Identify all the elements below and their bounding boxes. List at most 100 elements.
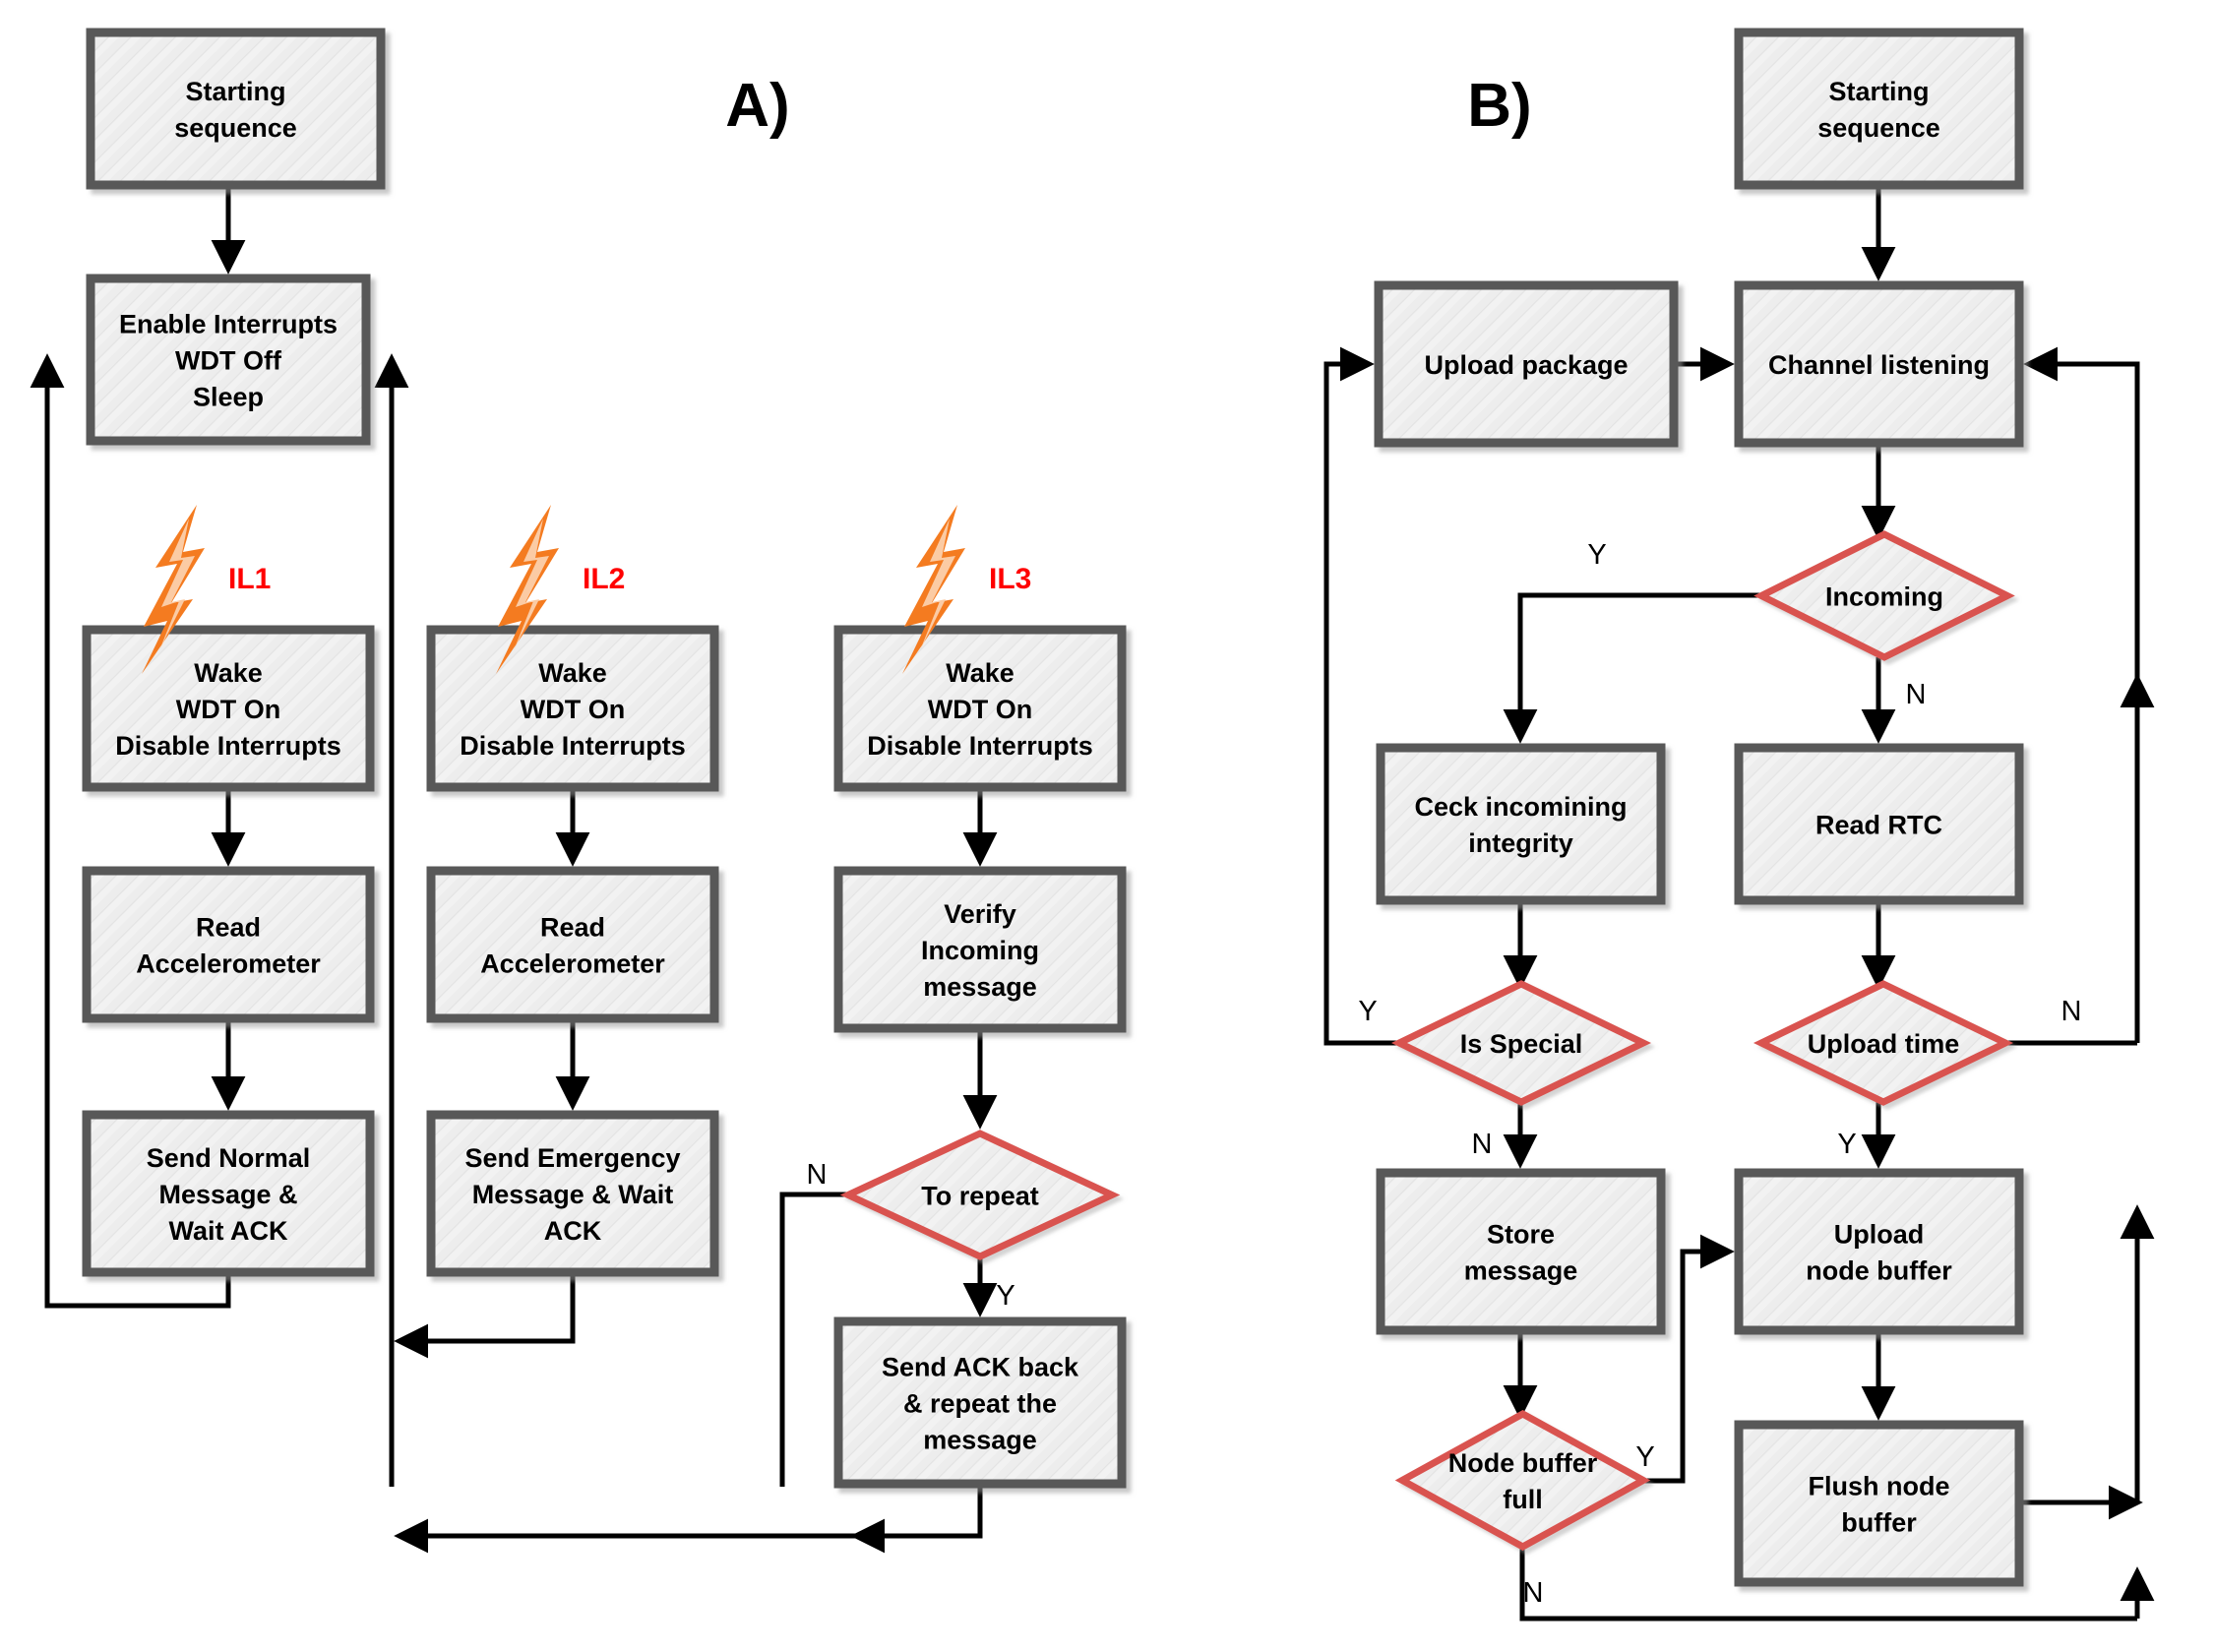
to-repeat-label-0: To repeat (921, 1182, 1039, 1211)
send-normal-message-label-0: Send Normal (147, 1143, 311, 1173)
upload-time-shape (1753, 980, 2014, 1106)
starting-sequence-b-label-1: sequence (1817, 113, 1940, 143)
flush-node-buffer-label-1: buffer (1841, 1508, 1917, 1538)
ceck-incoming-integrity-label-0: Ceck incomining (1414, 792, 1627, 822)
incoming: Incoming (1753, 530, 2015, 661)
node-buffer-full-label-0: Node buffer (1448, 1448, 1598, 1478)
panel-titles: A)B) (725, 72, 1531, 140)
send-normal-message-label-1: Message & (158, 1180, 297, 1209)
panel-a-edge-labels: NY (807, 1159, 1015, 1312)
panel-a-edges (30, 185, 998, 1554)
interrupt-label-il2: IL2 (583, 563, 625, 595)
bolt-inner (159, 519, 195, 650)
edge-label-node-buffer-full-no: N (1523, 1577, 1544, 1609)
wake-il1-shape (82, 625, 375, 792)
send-ack-back-label-2: message (923, 1426, 1037, 1455)
is-special-shape (1390, 980, 1652, 1106)
send-ack-back-label-0: Send ACK back (882, 1353, 1079, 1382)
send-ack-back-shape (833, 1316, 1127, 1489)
wake-il2-shape (426, 625, 719, 792)
edge-label-is-special-yes: Y (1358, 996, 1377, 1027)
wake-il3-label-0: Wake (946, 658, 1015, 688)
read-accelerometer-2-label-1: Accelerometer (480, 949, 665, 979)
bolt-inner (920, 519, 955, 650)
send-normal-message-shape (82, 1110, 375, 1277)
send-ack-back-label-1: & repeat the (903, 1389, 1057, 1419)
upload-node-buffer: Upload node buffer (1734, 1168, 2024, 1335)
interrupt-label-il3: IL3 (989, 563, 1031, 595)
wake-il3-shape (833, 625, 1127, 792)
starting-sequence-label-0: Starting (185, 77, 285, 106)
edge-isspecial-yes (1323, 346, 1399, 1046)
read-rtc: Read RTC (1734, 743, 2024, 905)
enable-interrupts-shape (86, 274, 371, 446)
edge-il1-return (30, 353, 231, 1309)
read-accelerometer-1-label-1: Accelerometer (136, 949, 321, 979)
panel-a-interrupt-icons: IL1 IL2 IL3 (142, 505, 1031, 674)
is-special: Is Special (1390, 980, 1652, 1106)
read-accelerometer-2-shape (426, 866, 719, 1023)
read-accelerometer-1-label-0: Read (196, 913, 261, 943)
read-accelerometer-1-shape (82, 866, 375, 1023)
send-ack-back: Send ACK back & repeat the message (833, 1316, 1127, 1489)
send-emergency-message-label-0: Send Emergency (464, 1143, 680, 1173)
read-rtc-shape (1734, 743, 2024, 905)
incoming-label-0: Incoming (1825, 582, 1943, 612)
send-emergency-message-shape (426, 1110, 719, 1277)
wake-il1-label-0: Wake (194, 658, 263, 688)
upload-node-buffer-label-0: Upload (1834, 1220, 1925, 1250)
channel-listening-label-0: Channel listening (1768, 350, 1990, 380)
starting-sequence-b-shape (1734, 28, 2024, 190)
edge-label-upload-time-yes: Y (1837, 1129, 1856, 1160)
edge-label-node-buffer-full-yes: Y (1635, 1441, 1654, 1473)
edge-right-bus-to-channel (2023, 346, 2140, 1043)
upload-node-buffer-shape (1734, 1168, 2024, 1335)
edge-label-is-special-no: N (1472, 1129, 1493, 1160)
upload-node-buffer-label-1: node buffer (1806, 1256, 1952, 1286)
flush-node-buffer-shape (1734, 1420, 2024, 1587)
read-rtc-label-0: Read RTC (1815, 811, 1942, 840)
upload-time-label-0: Upload time (1808, 1029, 1960, 1059)
edge-nodebufferfull-yes (1643, 1234, 1735, 1484)
starting-sequence-label-1: sequence (174, 113, 297, 143)
enable-interrupts-label-1: WDT Off (175, 346, 282, 376)
upload-package-shape (1374, 280, 1679, 448)
verify-incoming-message-label-0: Verify (944, 899, 1016, 929)
channel-listening: Channel listening (1734, 280, 2024, 448)
wake-il3-label-2: Disable Interrupts (867, 731, 1093, 761)
edge-label-incoming-yes: Y (1587, 539, 1606, 571)
edge-label-to-repeat-no: N (807, 1159, 828, 1191)
upload-package-label-0: Upload package (1424, 350, 1628, 380)
wake-il2-label-1: WDT On (521, 695, 625, 724)
ceck-incoming-integrity-shape (1376, 743, 1666, 905)
panel-label-B: B) (1467, 72, 1531, 140)
node-buffer-full-shape (1394, 1410, 1651, 1551)
starting-sequence-shape (86, 28, 386, 190)
enable-interrupts-label-2: Sleep (193, 383, 264, 412)
upload-package: Upload package (1374, 280, 1679, 448)
starting-sequence: Starting sequence (86, 28, 386, 190)
edge-repeat-no (779, 1192, 848, 1487)
store-message-shape (1376, 1168, 1666, 1335)
edge-label-to-repeat-yes: Y (996, 1280, 1015, 1312)
interrupt-label-il1: IL1 (228, 563, 271, 595)
to-repeat-shape (839, 1130, 1121, 1260)
send-emergency-message-label-2: ACK (544, 1216, 602, 1246)
verify-incoming-message-label-2: message (923, 972, 1037, 1002)
bolt-inner (514, 519, 549, 650)
verify-incoming-message-shape (833, 866, 1127, 1033)
wake-il2-label-2: Disable Interrupts (460, 731, 686, 761)
channel-listening-shape (1734, 280, 2024, 448)
